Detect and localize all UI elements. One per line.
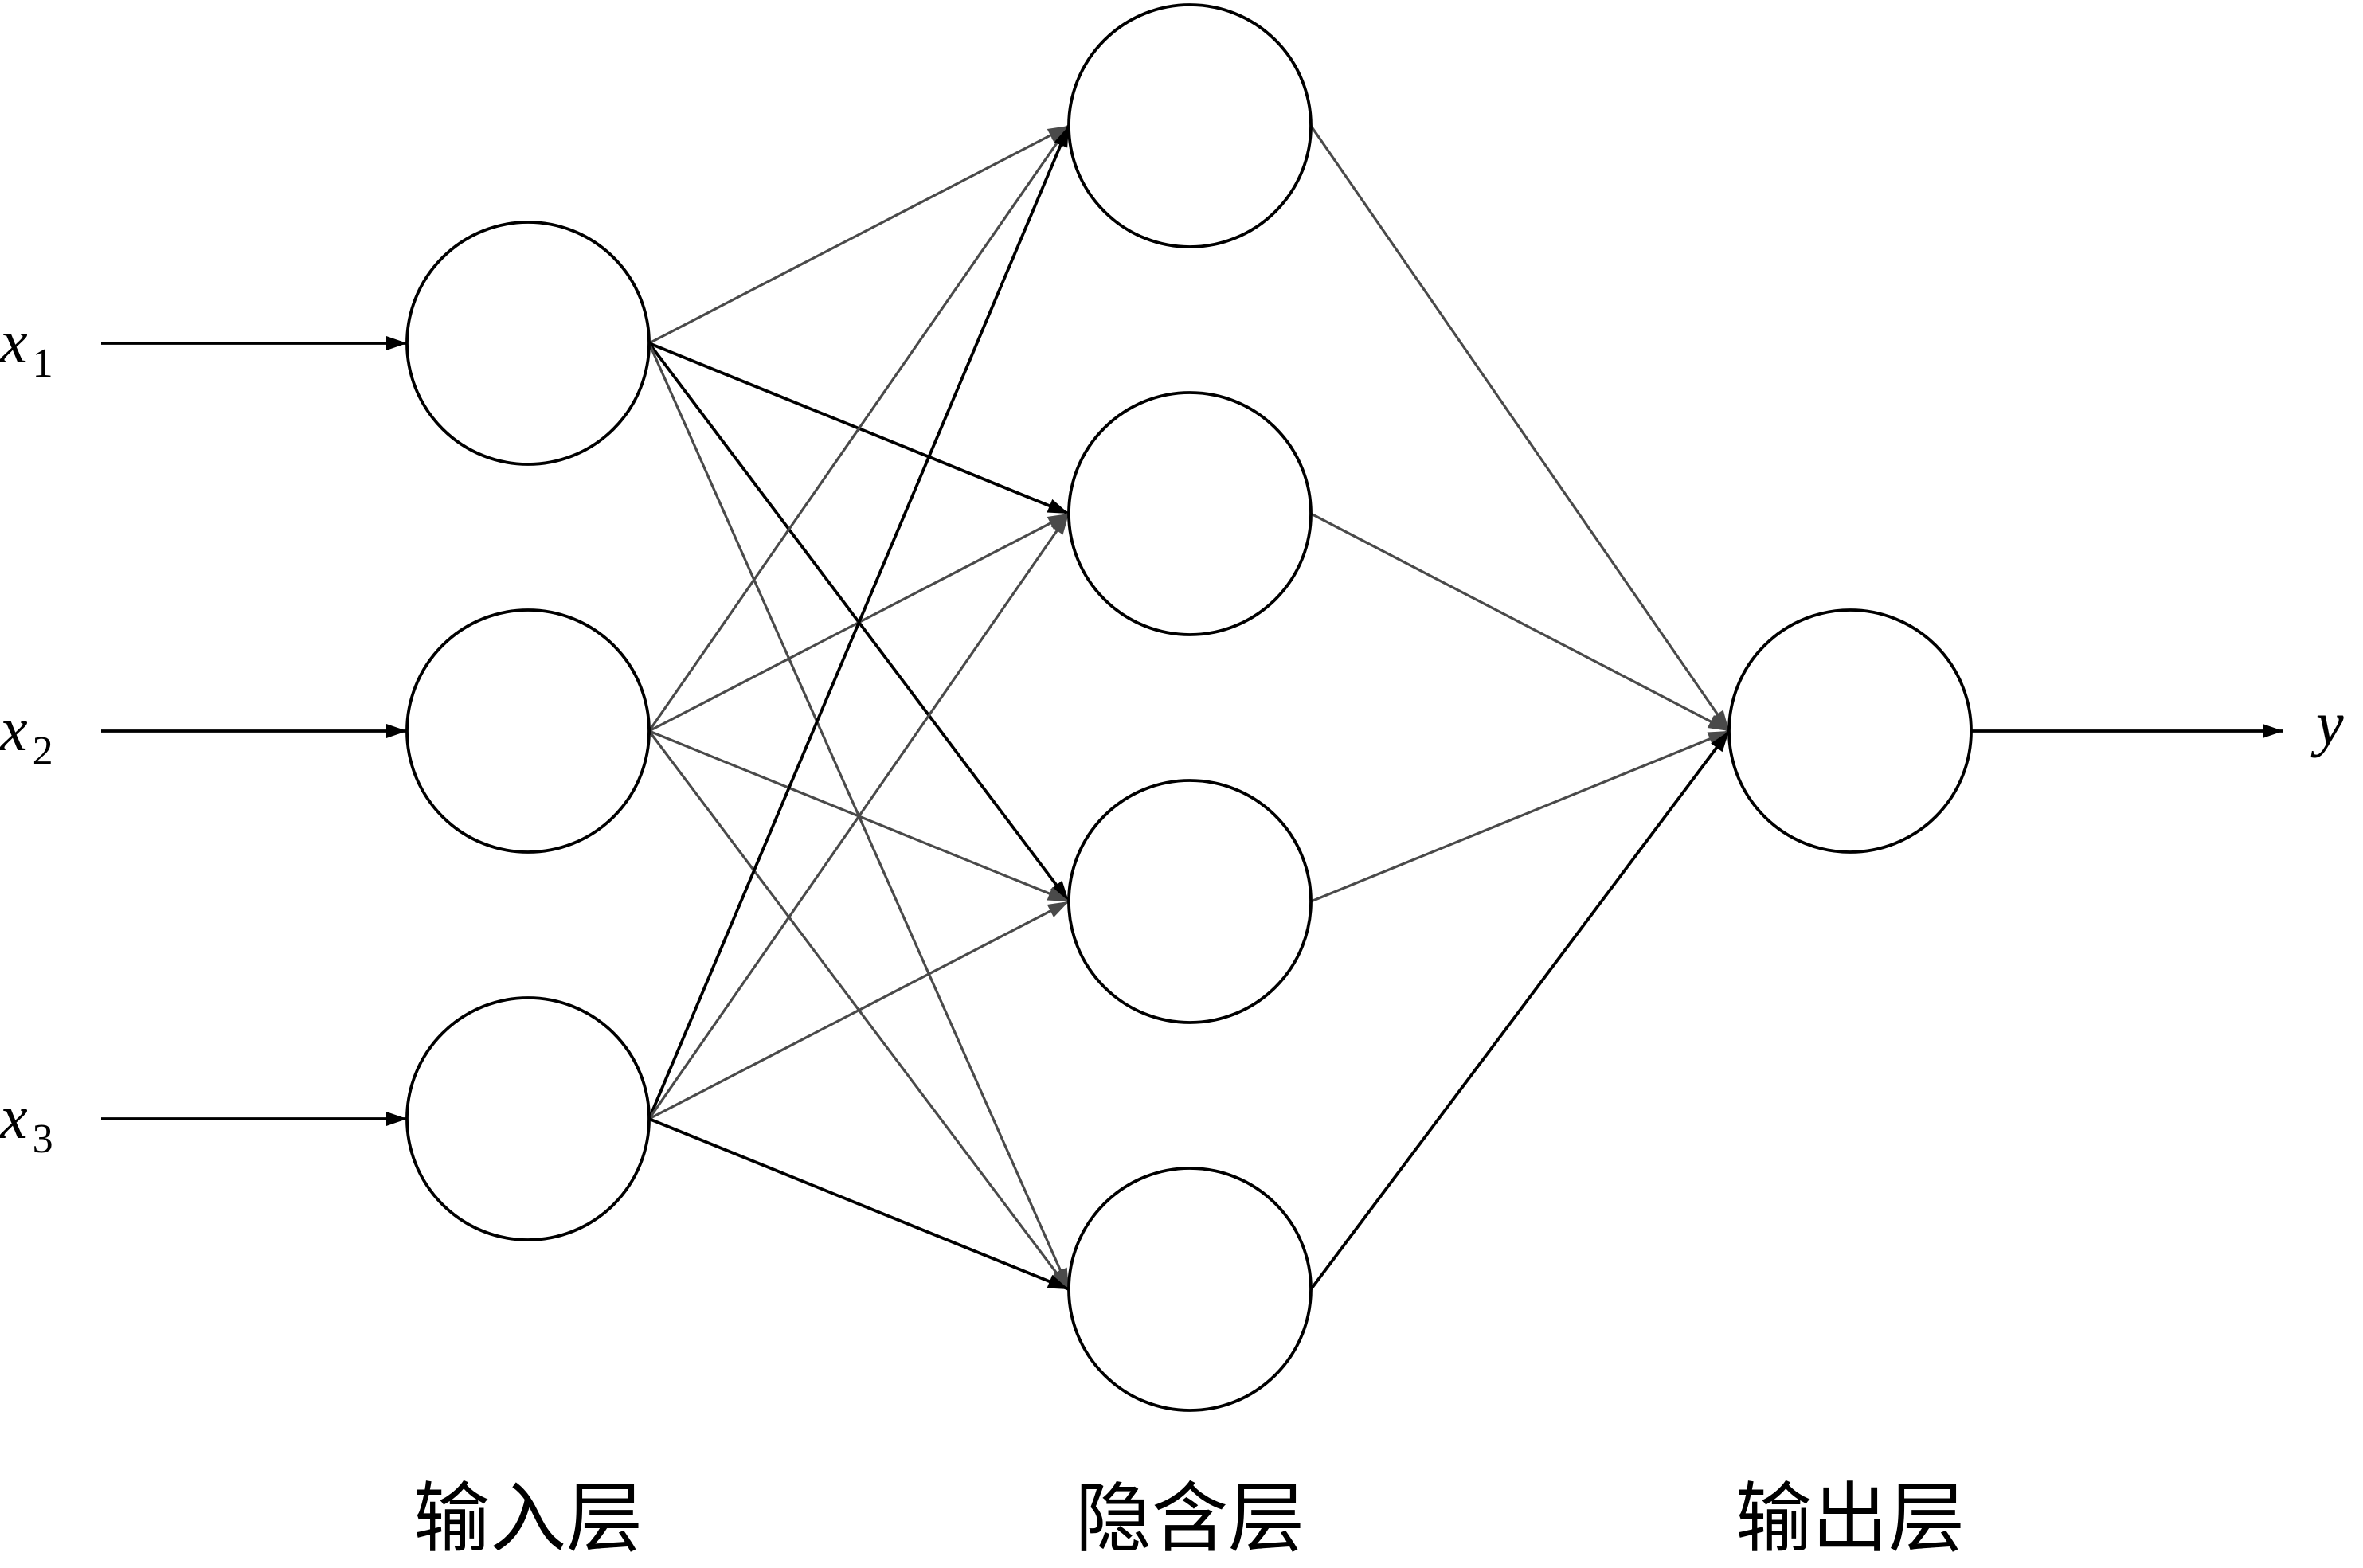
input-symbol: x: [0, 694, 28, 764]
input-node-3: [405, 996, 651, 1241]
input-node-1: [405, 221, 651, 466]
output-layer-label: 输出层: [1735, 1474, 1965, 1563]
edge-hidden-2-to-output-1: [1310, 512, 1730, 733]
output-arrowhead-1: [2263, 724, 2283, 738]
hidden-node-4: [1067, 1167, 1313, 1412]
network-nodes: [405, 3, 1973, 1412]
io-arrows: [101, 336, 2283, 1126]
arrowhead-hidden-4-to-output-1: [1711, 731, 1729, 753]
arrowhead-input-2-to-hidden-4: [1050, 1268, 1069, 1289]
output-node-1: [1727, 608, 1973, 854]
input-symbol: x: [0, 1082, 28, 1152]
input-subscript: 1: [33, 341, 53, 386]
connection-edges: [647, 124, 1731, 1291]
arrowhead-hidden-3-to-output-1: [1707, 731, 1729, 746]
edge-hidden-4-to-output-1: [1309, 729, 1731, 1291]
hidden-layer-label: 隐含层: [1075, 1474, 1305, 1563]
input-subscript: 2: [33, 729, 53, 774]
edge-input-3-to-hidden-1: [647, 125, 1070, 1120]
arrowhead-input-1-to-hidden-2: [1047, 499, 1069, 514]
edge-input-3-to-hidden-4: [648, 1117, 1070, 1291]
input-symbol: x: [0, 307, 28, 376]
arrowhead-input-2-to-hidden-3: [1047, 886, 1069, 901]
arrowhead-hidden-1-to-output-1: [1711, 710, 1729, 731]
output-label-y: y: [2310, 689, 2344, 758]
edge-input-2-to-hidden-1: [647, 125, 1070, 732]
input-layer-label: 输入层: [413, 1474, 643, 1563]
edge-hidden-1-to-output-1: [1309, 125, 1731, 732]
input-subscript: 3: [33, 1116, 53, 1162]
arrowhead-input-3-to-hidden-1: [1054, 126, 1069, 148]
hidden-node-1: [1067, 3, 1313, 248]
edge-input-1-to-hidden-1: [648, 124, 1070, 345]
arrowhead-input-1-to-hidden-3: [1050, 880, 1069, 901]
hidden-node-2: [1067, 391, 1313, 636]
input-arrowhead-2: [386, 724, 407, 738]
edge-input-3-to-hidden-2: [647, 513, 1070, 1120]
hidden-node-3: [1067, 779, 1313, 1024]
arrowhead-hidden-2-to-output-1: [1707, 715, 1729, 731]
input-arrowhead-3: [386, 1112, 407, 1126]
edge-input-3-to-hidden-3: [648, 900, 1070, 1120]
arrowhead-input-3-to-hidden-4: [1047, 1274, 1069, 1289]
input-node-2: [405, 608, 651, 854]
arrowhead-input-3-to-hidden-2: [1050, 514, 1069, 535]
input-arrowhead-1: [386, 336, 407, 350]
arrowhead-input-3-to-hidden-3: [1047, 901, 1069, 917]
edge-hidden-3-to-output-1: [1310, 729, 1730, 903]
